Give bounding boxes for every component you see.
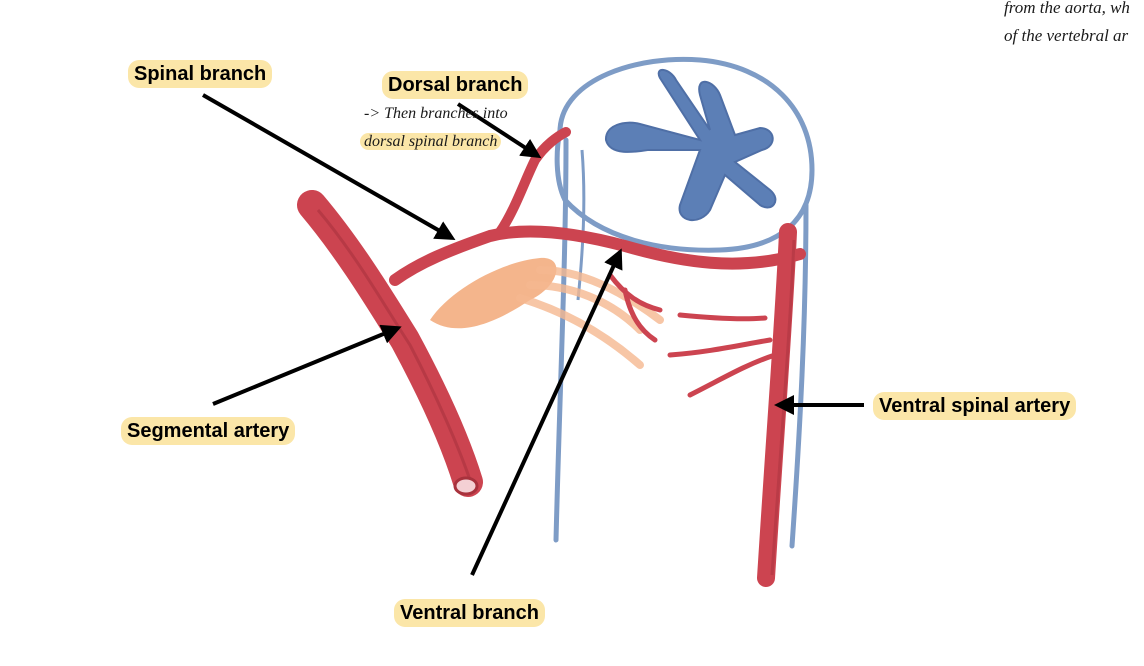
dorsal-branch-vessel (495, 127, 571, 237)
spinal-ganglion (430, 257, 557, 329)
ventral-spinal-artery-shade (770, 239, 796, 576)
segmental-artery-lumen (453, 476, 479, 496)
spinal-cord-left-edge (553, 137, 569, 543)
arrow-segmental-artery (212, 324, 402, 406)
spinal-cord-cross-section (554, 56, 815, 253)
note-dorsal-line1: -> Then branches into (364, 105, 508, 122)
arrow-spinal-branch (202, 93, 456, 240)
note-dorsal-line2: dorsal spinal branch (360, 133, 502, 150)
label-spinal-branch: Spinal branch (128, 60, 273, 88)
label-dorsal-branch: Dorsal branch (382, 71, 529, 99)
corner-text-line1: from the aorta, wh (1004, 0, 1130, 17)
nerve-fibers (516, 266, 664, 369)
spinal-branch-vessel (389, 225, 806, 286)
label-ventral-spinal-artery: Ventral spinal artery (873, 392, 1077, 420)
label-ventral-branch: Ventral branch (394, 599, 545, 627)
cord-inner-line (576, 149, 586, 301)
label-segmental-artery: Segmental artery (121, 417, 296, 445)
spinal-cord (553, 56, 815, 549)
arteries (297, 127, 806, 587)
arrow-dorsal-branch (456, 102, 542, 159)
ventral-twigs (607, 272, 775, 398)
corner-text: from the aorta, wh of the vertebral ar (1004, 0, 1130, 50)
arrow-ventral-branch (470, 248, 623, 576)
corner-text-line2: of the vertebral ar (1004, 26, 1129, 45)
grey-matter (604, 69, 777, 221)
segmental-artery (297, 190, 483, 497)
spinal-cord-right-edge (789, 202, 809, 549)
ventral-spinal-artery-vessel (757, 223, 797, 587)
pointer-arrows (202, 93, 864, 576)
nerve-root (430, 257, 664, 369)
segmental-artery-shade (316, 209, 472, 481)
